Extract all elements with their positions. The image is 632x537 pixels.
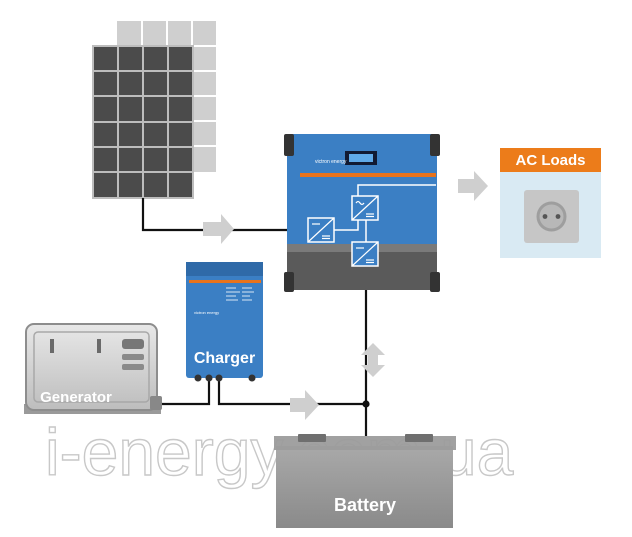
bidirectional-arrow-icon	[361, 343, 385, 377]
battery-label: Battery	[334, 495, 396, 515]
charger-label: Charger	[194, 350, 255, 367]
converter-dc-ac-symbol	[351, 195, 379, 221]
svg-text:victron energy: victron energy	[194, 310, 219, 315]
flow-arrow-icon-ac	[458, 171, 488, 201]
inverter-charger-icon: victron energy	[284, 134, 440, 292]
ac-loads-box: AC Loads	[500, 148, 601, 258]
battery-icon: Battery	[274, 434, 456, 528]
flow-arrow-icon-battery	[290, 390, 319, 420]
battery-charger-icon: victron energy Charger	[186, 262, 263, 382]
wire-junction	[362, 400, 370, 408]
power-outlet-icon	[524, 190, 579, 243]
solar-panel-icon	[92, 21, 216, 199]
flow-arrow-icon	[203, 214, 234, 244]
converter-dc-dc-symbol	[307, 217, 335, 243]
solar-panel-front	[92, 45, 194, 199]
ac-loads-label: AC Loads	[515, 152, 585, 169]
converter-dc-dc-battery-symbol	[351, 241, 379, 267]
generator-label: Generator	[40, 389, 112, 406]
svg-text:victron energy: victron energy	[315, 159, 347, 165]
generator-icon: Generator	[24, 323, 162, 414]
